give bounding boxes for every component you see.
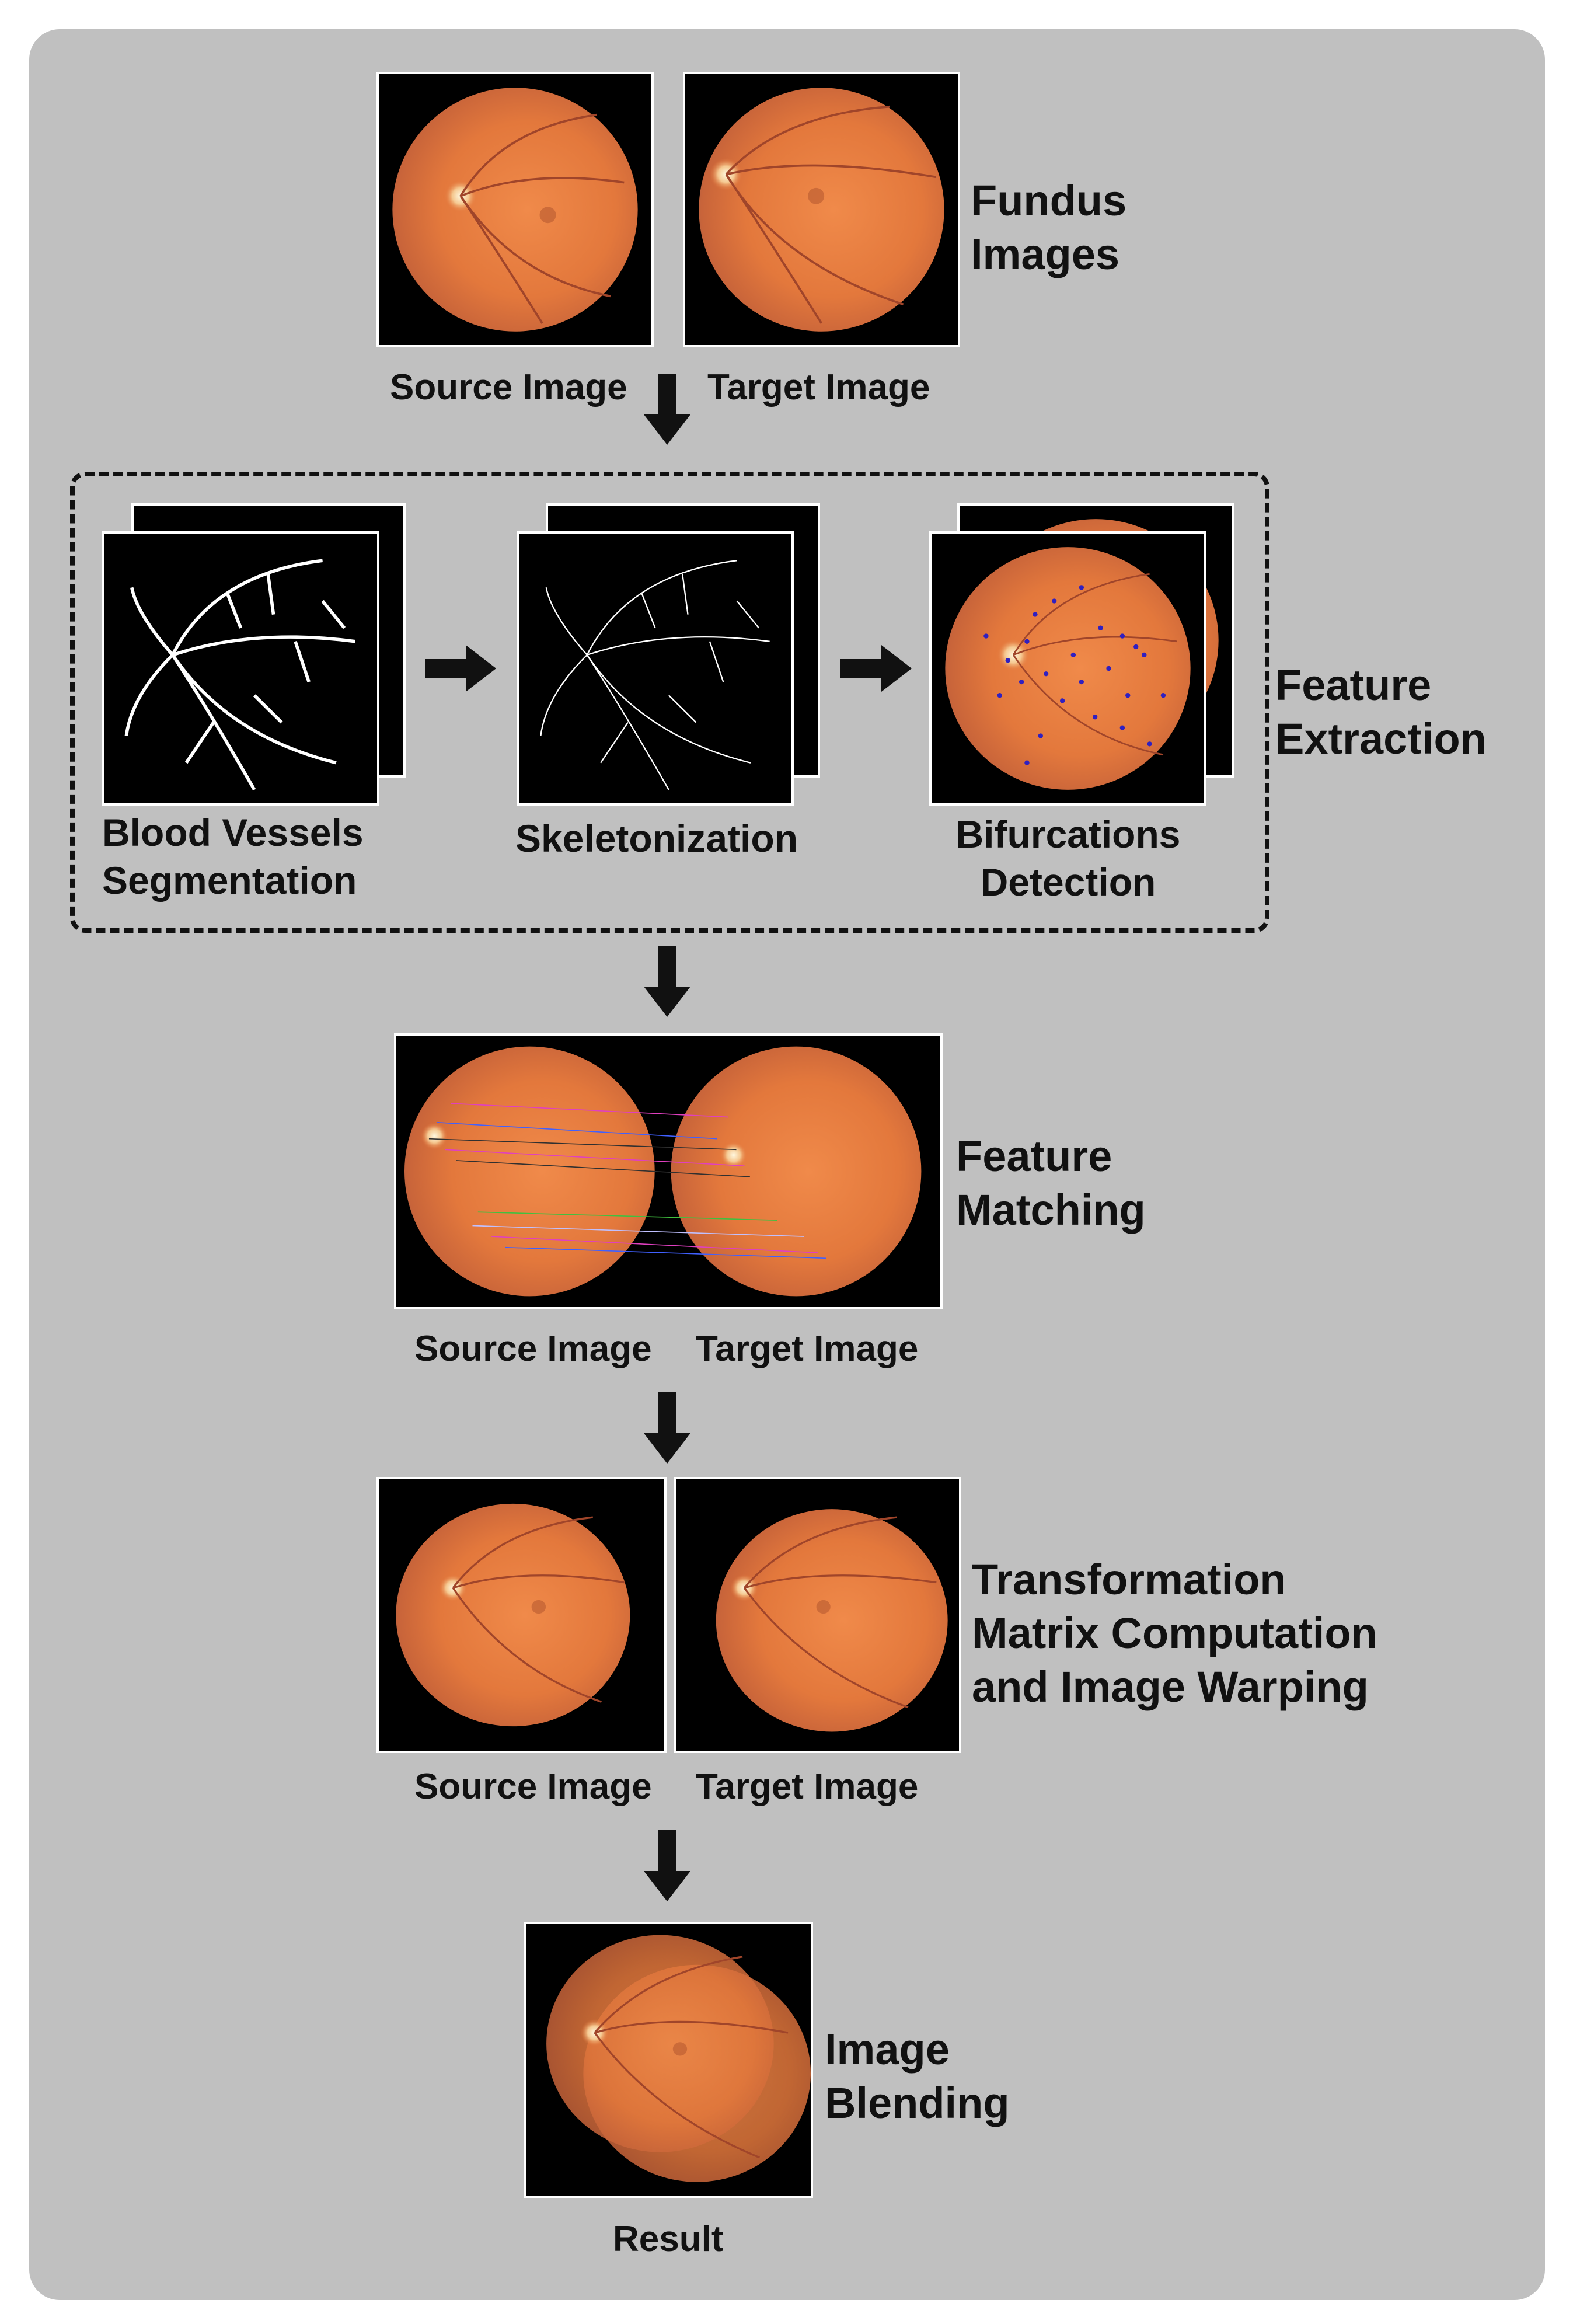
step-label-vessel-segmentation: Blood Vessels Segmentation bbox=[102, 811, 364, 902]
target-fundus-image bbox=[683, 72, 960, 347]
section-label-transformation: Transformation Matrix Computation and Im… bbox=[972, 1555, 1377, 1711]
step-label-bifurcations: Bifurcations Detection bbox=[955, 813, 1181, 904]
arrow-right-icon bbox=[840, 645, 912, 692]
target-image-caption: Target Image bbox=[696, 1329, 919, 1369]
vessel-segmentation-image bbox=[102, 531, 379, 806]
section-label-feature-extraction: Feature Extraction bbox=[1275, 661, 1487, 763]
arrow-down-icon bbox=[644, 1392, 690, 1464]
result-caption: Result bbox=[613, 2219, 724, 2259]
target-image-caption: Target Image bbox=[696, 1766, 919, 1807]
arrow-down-icon bbox=[644, 1830, 690, 1901]
section-label-image-blending: Image Blending bbox=[825, 2025, 1010, 2127]
arrow-down-icon bbox=[644, 946, 690, 1017]
bifurcation-detection-image bbox=[929, 531, 1206, 806]
section-label-fundus-images: Fundus Images bbox=[971, 176, 1127, 278]
warped-target-image bbox=[674, 1477, 961, 1753]
source-image-caption: Source Image bbox=[414, 1766, 652, 1807]
feature-extraction-box bbox=[70, 472, 1269, 933]
step-label-skeletonization: Skeletonization bbox=[515, 817, 798, 860]
blended-result-image bbox=[524, 1922, 813, 2198]
source-image-caption: Source Image bbox=[390, 367, 627, 407]
section-label-feature-matching: Feature Matching bbox=[956, 1132, 1146, 1234]
arrow-right-icon bbox=[425, 645, 496, 692]
warped-source-image bbox=[376, 1477, 667, 1753]
source-fundus-image bbox=[376, 72, 654, 347]
source-image-caption: Source Image bbox=[414, 1329, 652, 1369]
target-image-caption: Target Image bbox=[707, 367, 930, 407]
arrow-down-icon bbox=[644, 374, 690, 445]
feature-matching-image bbox=[394, 1033, 943, 1309]
skeletonization-image bbox=[517, 531, 794, 806]
